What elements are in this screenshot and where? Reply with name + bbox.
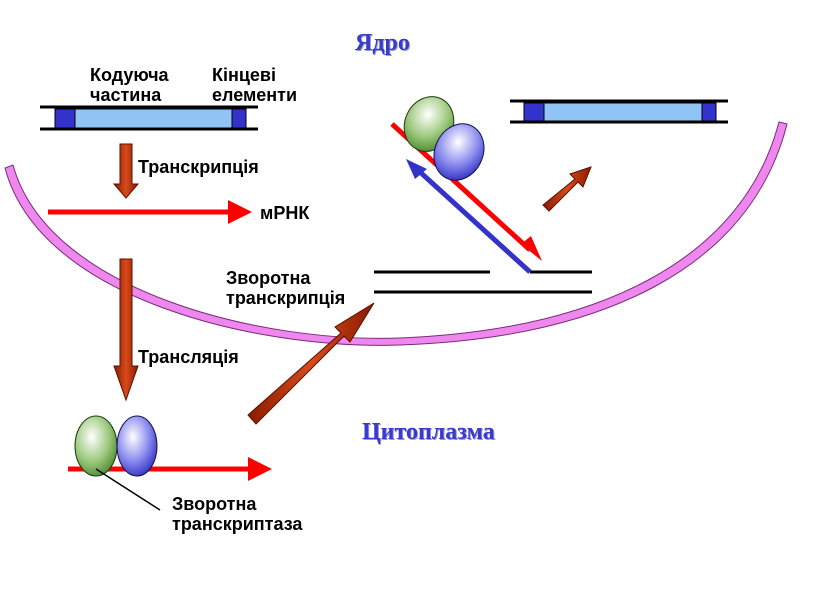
blue-subunit-nucleus bbox=[433, 123, 485, 181]
integration-arrow bbox=[542, 166, 592, 212]
gene-dna-original bbox=[40, 105, 258, 131]
mrna-nucleus-arrow bbox=[48, 200, 252, 224]
new-copy-coding-region bbox=[543, 102, 703, 122]
coding-part-label-line2: частина bbox=[90, 85, 162, 105]
reverse-transcription-label-line1: Зворотна bbox=[226, 268, 311, 288]
reverse-transcriptase-label-line1: Зворотна bbox=[172, 494, 257, 514]
new-copy-terminal-element-left bbox=[523, 102, 545, 122]
new-copy-terminal-element-right bbox=[701, 102, 717, 122]
terminal-elements-label-line2: елементи bbox=[212, 85, 297, 105]
cytoplasm-title: Цитоплазма bbox=[362, 419, 495, 445]
transcription-arrow bbox=[112, 143, 140, 199]
coding-part-label-line1: Кодуюча bbox=[90, 65, 170, 85]
reverse-transcription-label-line2: транскрипція bbox=[226, 288, 345, 308]
terminal-elements-label-line1: Кінцеві bbox=[212, 65, 276, 85]
gene-dna-new-copy bbox=[510, 99, 728, 124]
import-to-nucleus-arrow bbox=[247, 302, 375, 425]
reverse-transcriptase-label-line2: транскриптаза bbox=[172, 514, 303, 534]
green-subunit-cytoplasm bbox=[74, 415, 118, 477]
blue-subunit-cytoplasm bbox=[116, 415, 158, 477]
gene-terminal-element-left bbox=[54, 108, 76, 129]
reverse-transcriptase-pointer bbox=[95, 468, 161, 511]
nuclear-membrane bbox=[4, 121, 788, 346]
cdna-synthesis-arrow bbox=[406, 159, 532, 274]
translation-arrow bbox=[113, 258, 139, 402]
mrna-label: мРНК bbox=[260, 203, 310, 223]
transcription-label: Транскрипція bbox=[138, 157, 259, 177]
translation-label: Трансляція bbox=[138, 347, 239, 367]
gene-terminal-element-right bbox=[231, 108, 247, 129]
nucleus-title: Ядро bbox=[355, 30, 410, 56]
gene-coding-region bbox=[74, 108, 233, 129]
cdna-strands bbox=[374, 270, 592, 294]
